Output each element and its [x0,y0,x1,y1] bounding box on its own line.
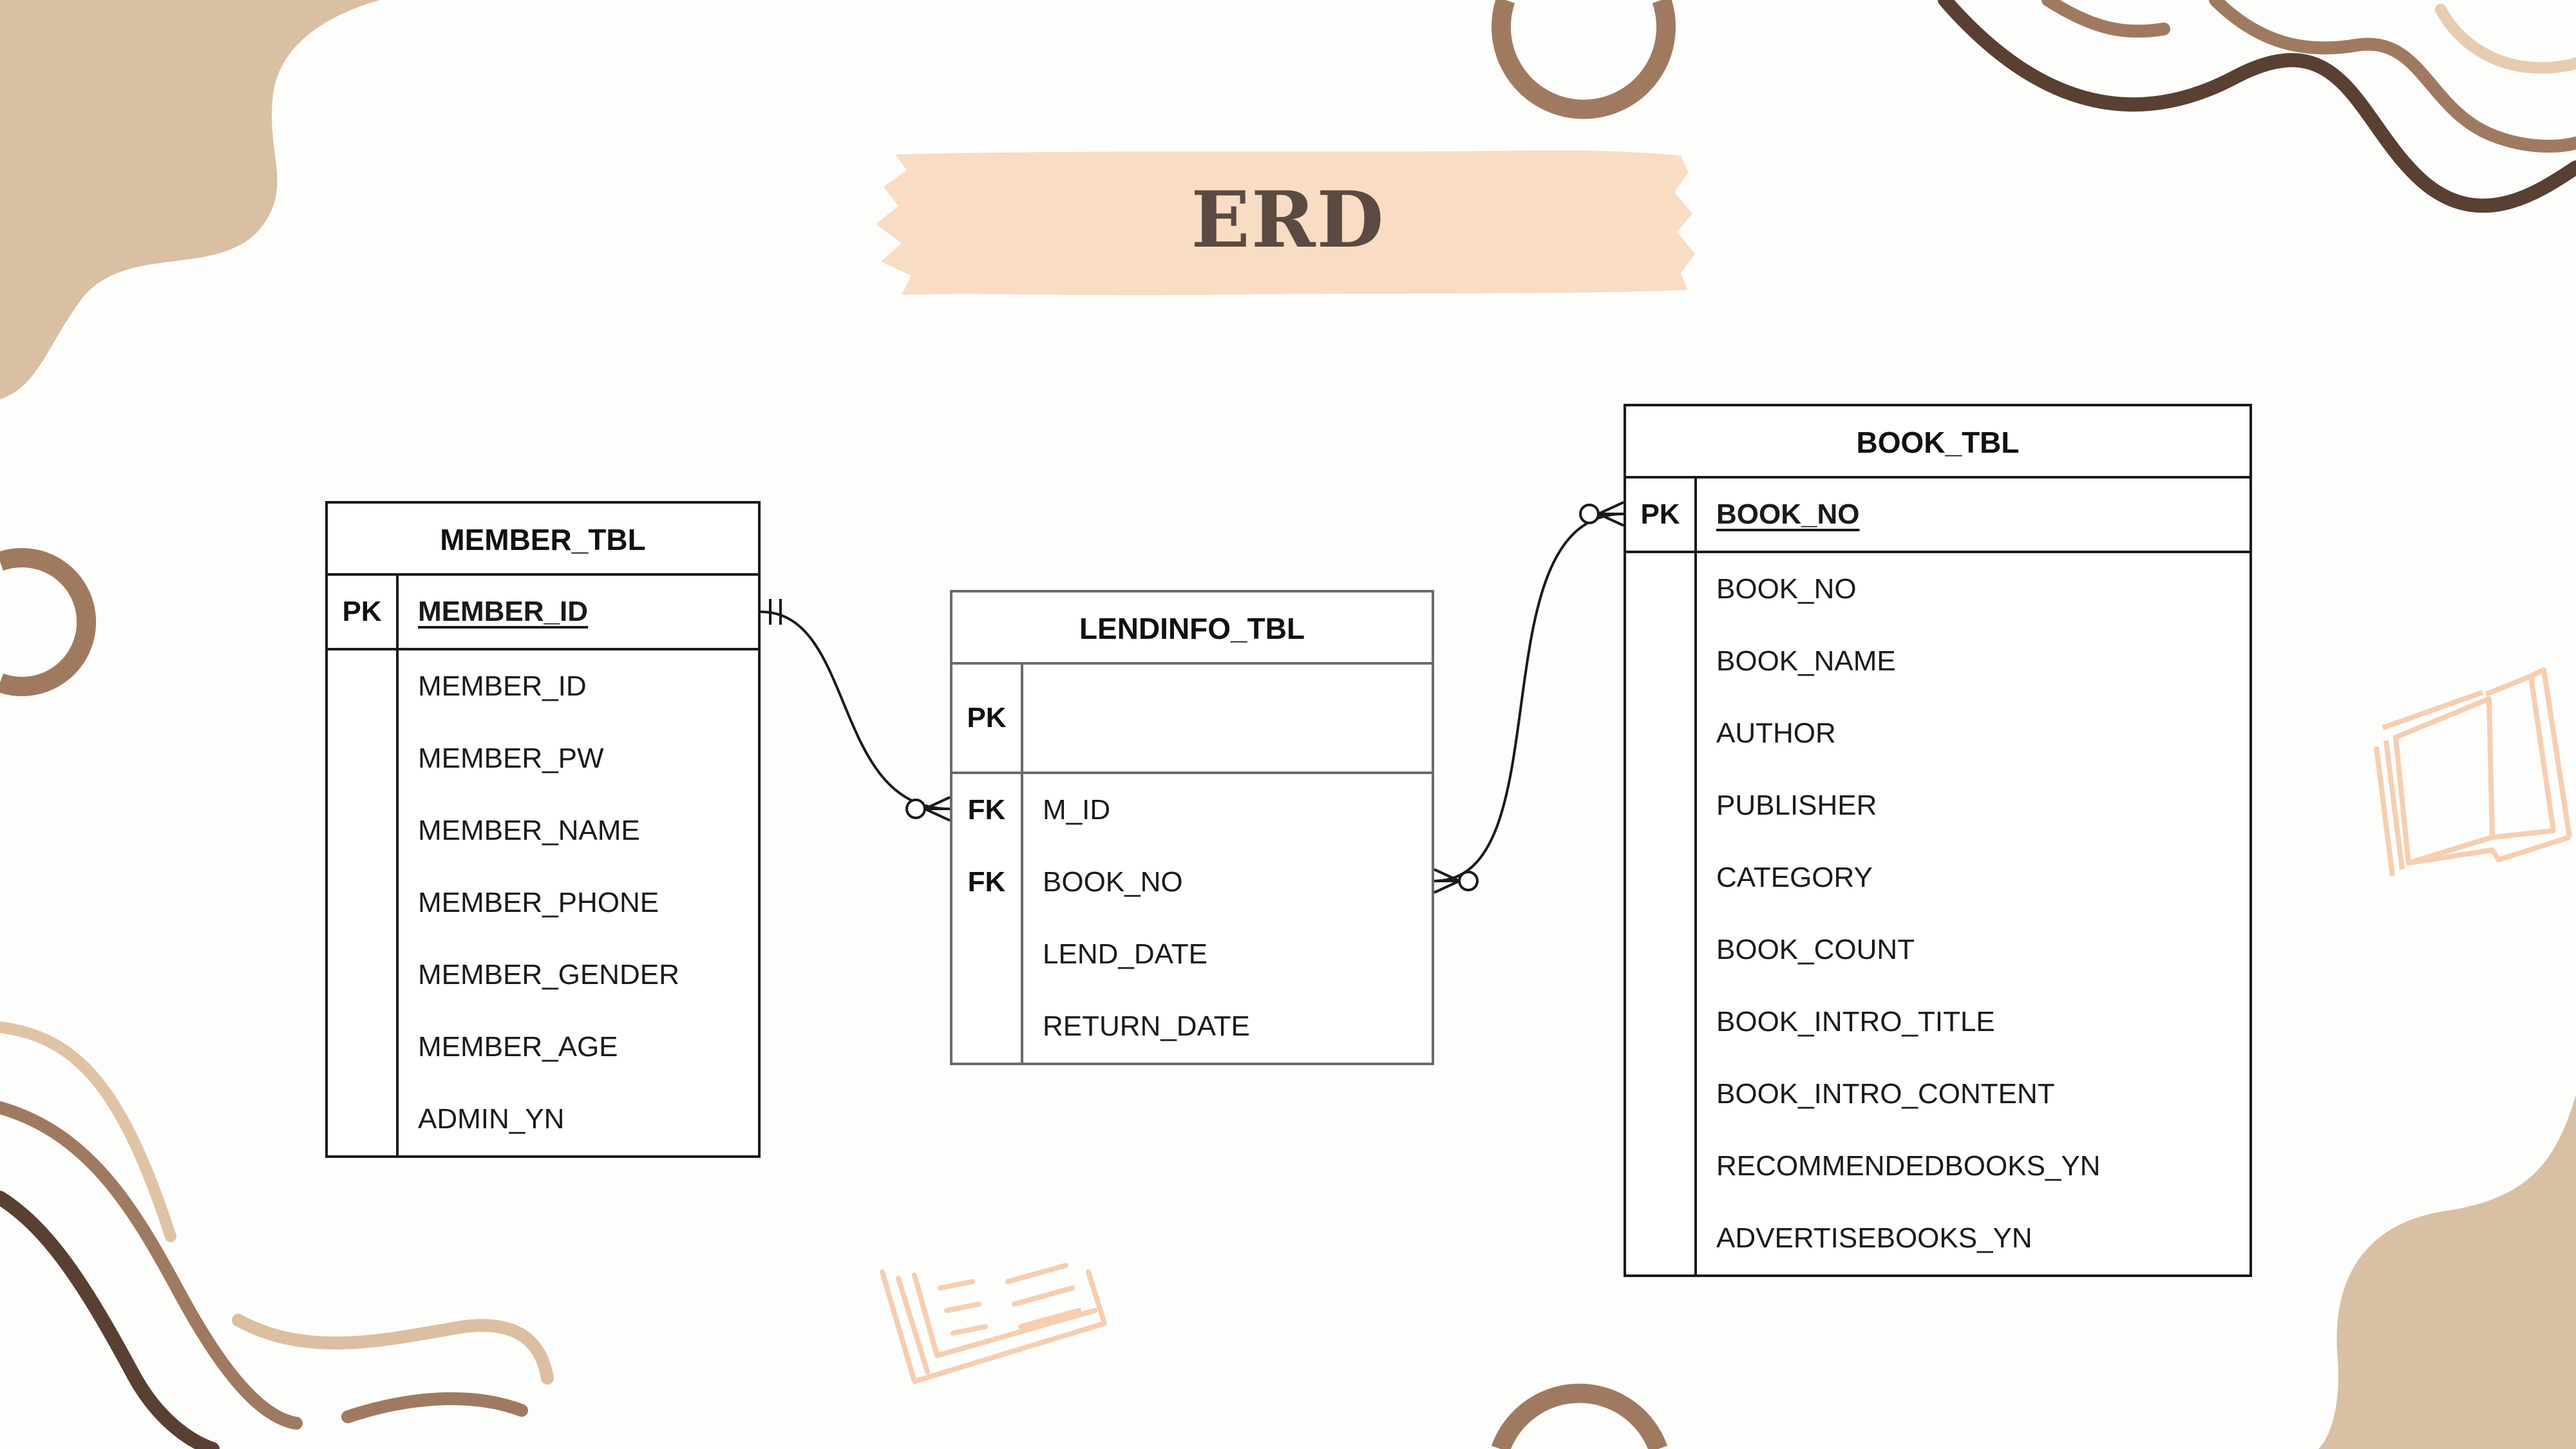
top-right-wave-2 [2209,0,2576,153]
bottom-left-curve-1 [0,1191,220,1449]
book-field[interactable]: BOOK_COUNT [1716,934,1915,965]
book-field[interactable]: BOOK_NO [1716,573,1857,605]
lendinfo-table-name: LENDINFO_TBL [952,592,1432,665]
page-title: ERD [1191,175,1385,265]
book-field[interactable]: BOOK_INTRO_TITLE [1716,1006,1995,1037]
member-field[interactable]: MEMBER_ID [418,670,587,702]
lendinfo-pk-label: PK [967,702,1007,734]
lendinfo-fields: FK FK M_ID BOOK_NO LEND_DATE RETURN_DATE [952,774,1432,1063]
top-right-wave-1 [1938,0,2576,213]
top-left-blob [0,0,380,399]
top-ring [1492,0,1676,119]
book-pk-label: PK [1640,498,1680,530]
lendinfo-table[interactable]: LENDINFO_TBL PK FK FK M_ID BOOK_NO LEND_… [950,590,1434,1065]
lendinfo-pk-section: PK [952,665,1432,774]
book-field[interactable]: CATEGORY [1716,862,1873,893]
member-field[interactable]: MEMBER_PHONE [418,887,659,918]
lendinfo-fk-label: FK [967,794,1006,826]
bottom-right-blob [2318,1095,2576,1449]
member-field[interactable]: MEMBER_GENDER [418,959,679,990]
lendinfo-field[interactable]: M_ID [1043,794,1111,826]
member-table-name: MEMBER_TBL [328,504,758,576]
member-pk-label: PK [342,596,382,627]
member-field[interactable]: ADMIN_YN [418,1103,565,1135]
book-field[interactable]: BOOK_INTRO_CONTENT [1716,1078,2055,1110]
book-table[interactable]: BOOK_TBL PK BOOK_NO BO [1624,404,2252,1277]
lendinfo-field[interactable]: LEND_DATE [1043,938,1208,970]
member-pk-section: PK MEMBER_ID [328,576,758,650]
member-field[interactable]: MEMBER_PW [418,743,604,774]
book-table-name: BOOK_TBL [1626,406,2249,478]
bottom-ring [1491,1383,1668,1449]
book-pk-section: PK BOOK_NO [1626,478,2249,553]
top-right-wave-4 [2435,4,2576,74]
member-table[interactable]: MEMBER_TBL PK MEMBER_ID MEMBER_ID MEMBER… [325,501,761,1158]
book-field[interactable]: PUBLISHER [1716,790,1877,821]
book-lines-icon [880,1263,1107,1384]
top-right-wave-3 [2041,0,2170,38]
lendinfo-fk-label: FK [967,866,1006,898]
book-field[interactable]: AUTHOR [1716,717,1836,749]
title-brush-band [876,150,1695,296]
left-ring [0,548,97,696]
book-field[interactable]: BOOK_NAME [1716,645,1896,677]
member-field[interactable]: MEMBER_AGE [418,1031,618,1063]
book-field[interactable]: RECOMMENDEDBOOKS_YN [1716,1150,2101,1182]
bottom-left-curve-2 [0,1101,303,1430]
lendinfo-field[interactable]: RETURN_DATE [1043,1010,1250,1042]
book-fields: BOOK_NO BOOK_NAME AUTHOR PUBLISHER CATEG… [1626,553,2249,1274]
bottom-left-curve-4 [232,1314,554,1385]
book-pk-field[interactable]: BOOK_NO [1716,498,1860,530]
book-field[interactable]: ADVERTISEBOOKS_YN [1716,1222,2032,1254]
member-fields: MEMBER_ID MEMBER_PW MEMBER_NAME MEMBER_P… [328,650,758,1155]
member-field[interactable]: MEMBER_NAME [418,815,640,846]
lendinfo-field[interactable]: BOOK_NO [1043,866,1183,898]
bottom-left-curve-5 [341,1392,528,1423]
member-pk-field[interactable]: MEMBER_ID [418,596,589,627]
bottom-left-curve-3 [0,1021,176,1242]
lendinfo-pk-field[interactable] [1023,665,1432,772]
book-open-icon [2374,667,2572,876]
